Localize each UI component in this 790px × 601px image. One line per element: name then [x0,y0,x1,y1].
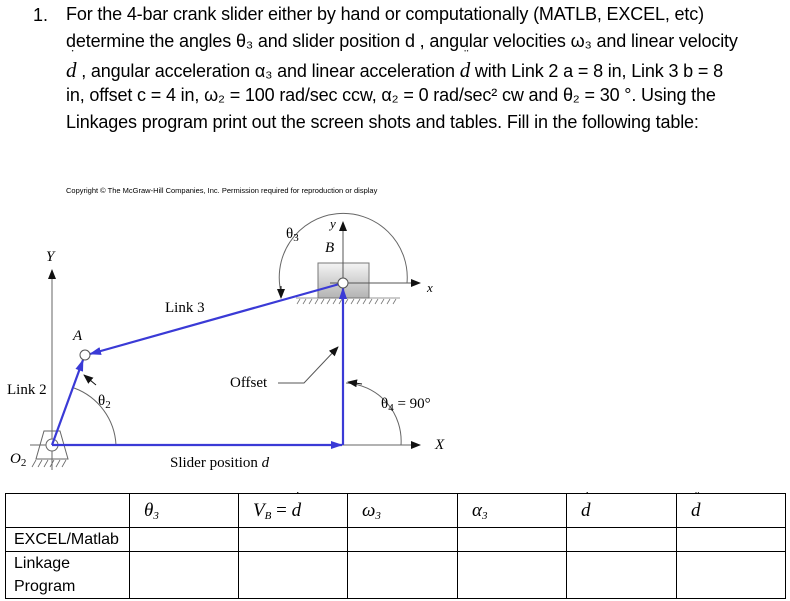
label-a: A [73,328,83,344]
pin-a [79,349,91,361]
link-2 [50,359,85,446]
header-omega3: ω3 [347,493,458,528]
theta2-arrow [83,374,97,386]
label-theta3: θ3 [286,226,299,244]
label-y-global: Y [46,249,55,265]
ground-pivot-o2 [31,430,69,468]
header-vb: VB = d [238,493,348,528]
header-theta3: θ3 [129,493,239,528]
problem-line-3: d , angular acceleration α₃ and linear a… [66,58,723,83]
cell-excel-theta3[interactable] [129,527,239,552]
cell-excel-d-dot[interactable] [566,527,677,552]
cell-excel-alpha3[interactable] [457,527,567,552]
cell-linkage-omega3[interactable] [347,551,458,599]
label-offset: Offset [230,375,268,391]
d-ddot-symbol: d [460,58,471,83]
table-row: EXCEL/Matlab [5,527,786,552]
pin-b [337,277,349,289]
theta4-arc [345,382,402,446]
theta3-arc [278,212,408,297]
cell-excel-omega3[interactable] [347,527,458,552]
results-table: θ3 VB = d ω3 α3 d d EXCEL/Matlab Linkage… [5,493,786,599]
theta2-arc [73,387,117,446]
label-x-local: x [427,280,433,295]
mechanism-drawing [30,212,421,470]
cell-linkage-vb[interactable] [238,551,348,599]
header-empty [5,493,130,528]
label-slider-position: Slider position d [170,455,270,471]
problem-number: 1. [33,5,49,25]
copyright-notice: Copyright © The McGraw-Hill Companies, I… [66,186,378,195]
problem-line-4: in, offset c = 4 in, ω₂ = 100 rad/sec cc… [66,85,716,105]
label-x-global: X [435,437,445,453]
label-y-local: y [330,216,336,231]
problem-line-5: Linkages program print out the screen sh… [66,112,699,132]
line3-text-a: , angular acceleration α₃ and linear acc… [76,61,460,81]
label-link-3: Link 3 [165,300,205,316]
link-3 [89,281,344,356]
line3-text-b: with Link 2 a = 8 in, Link 3 b = 8 [470,61,723,81]
crank-slider-diagram: Y A Link 2 Link 3 θ2 O2 θ3 y B x Offset … [0,0,460,485]
d-dot-symbol: d [66,58,77,83]
cell-linkage-theta3[interactable] [129,551,239,599]
label-b: B [325,240,335,256]
slider-ground [296,297,400,305]
cell-linkage-d-ddot[interactable] [676,551,786,599]
offset-leader [278,346,339,384]
cell-linkage-alpha3[interactable] [457,551,567,599]
label-link-2: Link 2 [7,382,47,398]
problem-line-1: For the 4-bar crank slider either by han… [66,4,704,24]
table-header-row: θ3 VB = d ω3 α3 d d [5,493,786,528]
row-label-excel-matlab: EXCEL/Matlab [5,527,130,552]
header-d-dot: d [566,493,677,528]
label-o2: O2 [10,451,27,469]
cell-linkage-d-dot[interactable] [566,551,677,599]
header-alpha3: α3 [457,493,567,528]
problem-line-2: determine the angles θ₃ and slider posit… [66,31,738,51]
theta4-arrow [347,379,363,388]
cell-excel-d-ddot[interactable] [676,527,786,552]
cell-excel-vb[interactable] [238,527,348,552]
label-theta4: θ4 = 90° [381,396,431,414]
label-theta2: θ2 [98,393,111,411]
header-d-ddot: d [676,493,786,528]
